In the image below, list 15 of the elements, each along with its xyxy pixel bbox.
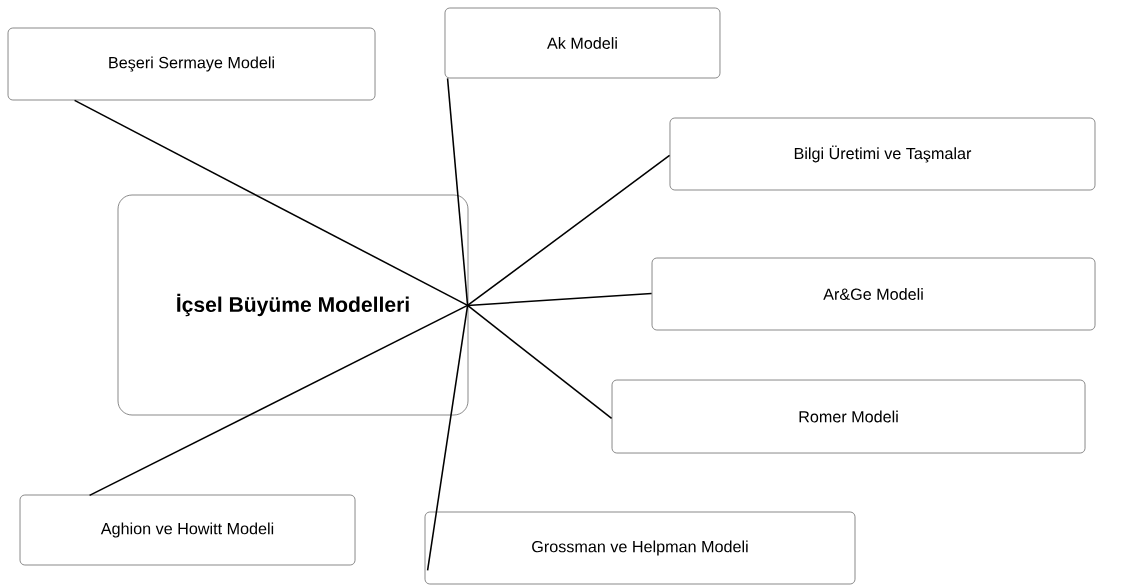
- connector-line: [426, 304, 469, 572]
- model-box: Bilgi Üretimi ve Taşmalar: [669, 117, 1096, 191]
- model-box: Ak Modeli: [444, 7, 721, 79]
- model-box: Romer Modeli: [611, 379, 1086, 454]
- connector-line: [446, 77, 469, 307]
- model-box: Aghion ve Howitt Modeli: [19, 494, 356, 566]
- topic-box: İçsel Büyüme Modelleri: [117, 194, 469, 416]
- model-box: Beşeri Sermaye Modeli: [7, 27, 376, 101]
- model-box: Grossman ve Helpman Modeli: [424, 511, 856, 585]
- model-box: Ar&Ge Modeli: [651, 257, 1096, 331]
- connector-line: [466, 304, 613, 420]
- connector-line: [466, 154, 671, 307]
- connector-line: [73, 99, 469, 307]
- connector-line: [88, 304, 469, 497]
- connector-line: [466, 292, 653, 307]
